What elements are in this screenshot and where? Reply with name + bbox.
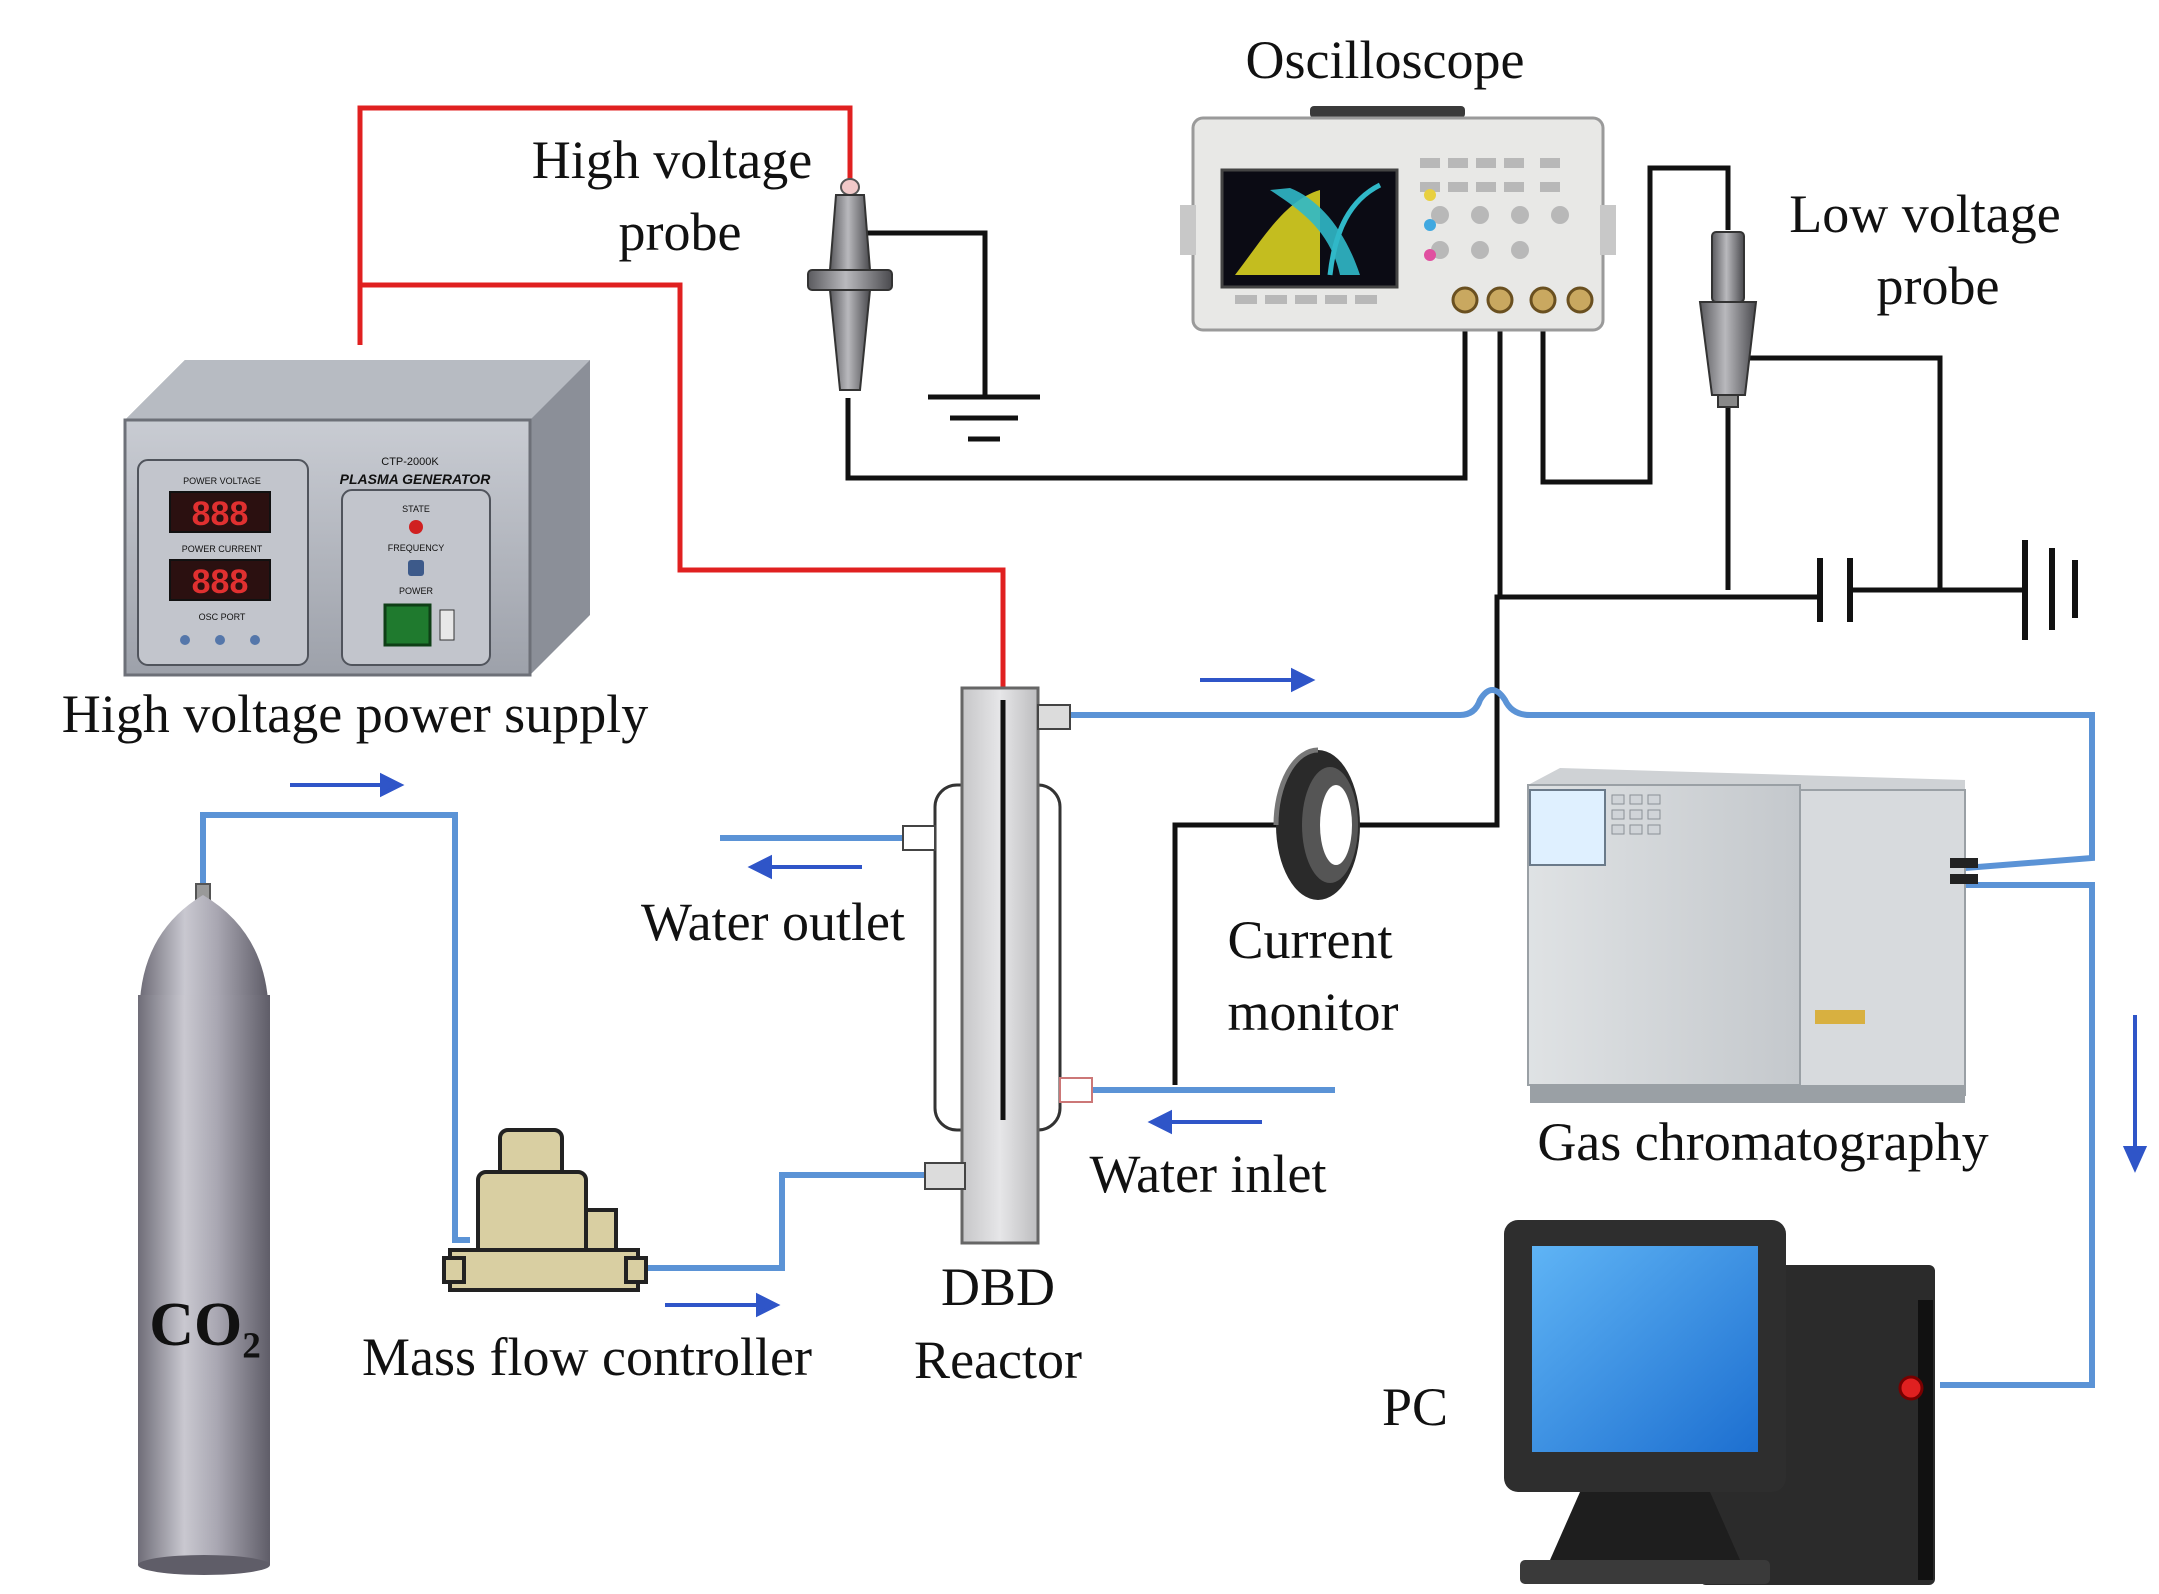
high-voltage-power-supply: CTP-2000K PLASMA GENERATOR POWER VOLTAGE… [123, 360, 590, 677]
label-oscilloscope: Oscilloscope [1246, 30, 1525, 90]
current-meter [169, 559, 271, 601]
label-dbd-line2: Reactor [914, 1330, 1082, 1390]
dbd-reactor [902, 686, 1093, 1245]
label-pc: PC [1382, 1377, 1448, 1437]
current-meter-digits: 888 [192, 563, 249, 601]
power-label: POWER [399, 586, 434, 596]
gas-line-mfc-to-reactor [632, 1172, 925, 1271]
co2-cylinder: CO₂ [138, 883, 270, 1575]
arrow-mfc-to-reactor [665, 1292, 781, 1318]
power-current-label: POWER CURRENT [182, 544, 263, 554]
frequency-knob-icon [408, 560, 424, 576]
osc-port-3 [250, 635, 260, 645]
label-current-monitor-line1: Current [1228, 910, 1393, 970]
gc-keypad [1611, 794, 1661, 835]
reactor-tube [960, 686, 1040, 1245]
pc-power-icon [1898, 1375, 1924, 1401]
arrow-reactor-to-gc [1200, 667, 1316, 693]
gas-line-cylinder-to-mfc [200, 812, 470, 1243]
gc-oven [1799, 789, 1966, 1096]
label-hv-power-supply: High voltage power supply [62, 684, 648, 744]
co2-label: CO₂ [149, 1291, 261, 1359]
label-water-outlet: Water outlet [641, 892, 905, 952]
label-hv-probe-line2: probe [619, 202, 742, 262]
gas-lines [200, 687, 2095, 1388]
capacitor-ground-icon [2022, 540, 2078, 640]
voltage-meter-digits: 888 [192, 495, 249, 533]
power-voltage-label: POWER VOLTAGE [183, 476, 261, 486]
pc [1504, 1220, 1935, 1585]
power-switch-icon [383, 603, 432, 647]
hv-wire-to-probe [357, 105, 853, 345]
supply-generator-label: PLASMA GENERATOR [340, 471, 492, 487]
oscilloscope [1180, 106, 1616, 332]
reactor-water-outlet-port [902, 825, 936, 851]
oscilloscope-buttons [1235, 158, 1569, 304]
current-monitor [1273, 747, 1360, 900]
reactor-water-inlet-port [1059, 1077, 1093, 1103]
label-current-monitor-line2: monitor [1228, 982, 1399, 1042]
mass-flow-controller [442, 1128, 648, 1292]
hv-probe-ground-wire [850, 230, 988, 397]
current-monitor-wire [1172, 300, 1503, 1085]
arrow-water-inlet [1147, 1109, 1262, 1135]
arrow-gas-to-mfc [290, 772, 405, 798]
low-voltage-probe [1698, 231, 1758, 408]
hv-wire-to-reactor [360, 282, 1006, 700]
label-lv-probe-line1: Low voltage [1789, 184, 2060, 244]
gc-label-plate [1815, 1010, 1865, 1024]
supply-model-label: CTP-2000K [381, 456, 439, 468]
label-gas-chromatography: Gas chromatography [1537, 1112, 1988, 1172]
pc-screen [1532, 1246, 1758, 1452]
state-indicator-icon [409, 520, 423, 534]
gas-line-gc-to-pc [1940, 882, 2095, 1388]
reactor-gas-outlet [1037, 704, 1071, 730]
label-water-inlet: Water inlet [1089, 1144, 1326, 1204]
lv-divider-wire-right [1745, 355, 1943, 590]
flow-arrow-icon [290, 667, 2148, 1318]
diagram-labels: Oscilloscope High voltage probe Low volt… [62, 30, 2061, 1437]
oscilloscope-channel-connectors [1451, 286, 1594, 314]
gas-chromatograph [1527, 768, 1978, 1103]
lv-probe-signal-wire [1540, 165, 1731, 485]
hv-wires [357, 105, 1006, 700]
arrow-gc-to-pc [2122, 1015, 2148, 1173]
label-hv-probe-line1: High voltage [532, 130, 812, 190]
osc-port-label: OSC PORT [199, 612, 246, 622]
label-dbd-line1: DBD [941, 1257, 1055, 1317]
label-lv-probe-line2: probe [1877, 256, 2000, 316]
reactor-gas-inlet [924, 1162, 966, 1190]
gc-display [1529, 789, 1606, 866]
ground-symbol-icon [928, 394, 1040, 442]
capacitor-symbol-icon [1817, 558, 1853, 622]
frequency-label: FREQUENCY [388, 543, 445, 553]
supply-logo-icon [439, 609, 455, 641]
label-mass-flow-controller: Mass flow controller [362, 1327, 812, 1387]
voltage-meter [169, 491, 271, 533]
osc-port-2 [215, 635, 225, 645]
gas-line-reactor-to-gc [1070, 687, 2095, 871]
osc-port-1 [180, 635, 190, 645]
hv-probe-signal-wire [845, 300, 1468, 481]
state-label: STATE [402, 504, 430, 514]
arrow-water-outlet [747, 854, 862, 880]
high-voltage-probe [807, 178, 893, 391]
